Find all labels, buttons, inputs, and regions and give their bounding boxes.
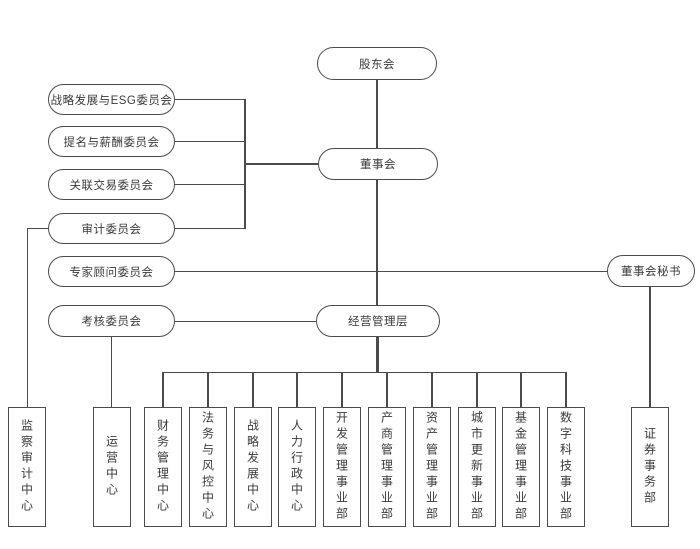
connector-drop-industry-commerce (386, 372, 388, 407)
connector-drop-urban-renewal (476, 372, 478, 407)
connector-drop-asset (431, 372, 433, 407)
node-dept-development-management-division: 开发管理事业部 (323, 407, 361, 527)
connector-assessment-operations-drop (111, 336, 113, 407)
node-dept-fund-management-division: 基金管理事业部 (502, 407, 540, 527)
connector-board-management (376, 180, 378, 305)
node-dept-strategy-development-center: 战略发展中心 (234, 407, 272, 527)
connector-audit-left-horizontal (26, 227, 48, 230)
department-label: 城市更新事业部 (469, 411, 484, 523)
node-dept-securities-affairs: 证券事务部 (631, 407, 669, 527)
node-management-label: 经营管理层 (348, 316, 408, 328)
node-committee-audit: 审计委员会 (48, 213, 175, 244)
connector-committee-bus (244, 99, 246, 229)
node-secretary-label: 董事会秘书 (621, 266, 681, 278)
department-label: 证券事务部 (642, 427, 657, 507)
node-board-label: 董事会 (360, 159, 396, 171)
node-dept-hr-admin-center: 人力行政中心 (278, 407, 316, 527)
node-committee-nomination-remuneration: 提名与薪酬委员会 (48, 126, 175, 157)
committee-label: 专家顾问委员会 (69, 266, 154, 279)
department-label: 监察审计中心 (19, 419, 34, 515)
connector-department-bus (162, 371, 567, 373)
connector-stub-nomination (175, 140, 245, 143)
department-label: 开发管理事业部 (334, 411, 349, 523)
connector-advisor-secretary (175, 270, 607, 272)
node-shareholders-meeting: 股东会 (317, 47, 437, 80)
connector-drop-hr-admin (296, 372, 298, 407)
connector-audit-supervision-vertical (26, 228, 28, 407)
node-committee-assessment: 考核委员会 (48, 305, 175, 337)
department-label: 运营中心 (104, 435, 119, 499)
connector-drop-digital-tech (565, 372, 567, 407)
committee-label: 关联交易委员会 (69, 179, 154, 192)
node-dept-urban-renewal-division: 城市更新事业部 (458, 407, 496, 527)
node-dept-industry-commerce-division: 产商管理事业部 (368, 407, 406, 527)
department-label: 资产管理事业部 (424, 411, 439, 523)
committee-label: 审计委员会 (81, 223, 142, 236)
connector-drop-strategy-center (252, 372, 254, 407)
connector-assessment-management (175, 320, 316, 322)
department-label: 人力行政中心 (289, 419, 304, 515)
node-committee-expert-advisory: 专家顾问委员会 (48, 256, 175, 287)
connector-stub-strategy-esg (175, 98, 245, 101)
node-committee-related-transactions: 关联交易委员会 (48, 169, 175, 200)
connector-drop-development (341, 372, 343, 407)
department-label: 数字科技事业部 (558, 411, 573, 523)
connector-secretary-securities-drop (649, 287, 651, 407)
department-label: 法务与风控中心 (200, 411, 215, 523)
committee-label: 提名与薪酬委员会 (63, 136, 160, 149)
connector-shareholders-board (376, 80, 378, 148)
node-dept-finance-management-center: 财务管理中心 (144, 407, 182, 527)
connector-stub-related-transactions (175, 183, 245, 186)
node-board-of-directors: 董事会 (318, 148, 438, 180)
committee-label: 考核委员会 (81, 316, 142, 328)
connector-drop-fund (520, 372, 522, 407)
node-dept-asset-management-division: 资产管理事业部 (413, 407, 451, 527)
department-label: 战略发展中心 (245, 419, 260, 515)
connector-committeebus-board (245, 163, 318, 165)
node-dept-operations-center: 运营中心 (93, 407, 131, 527)
connector-drop-finance (162, 372, 164, 407)
department-label: 基金管理事业部 (513, 411, 528, 523)
department-label: 产商管理事业部 (379, 411, 394, 523)
node-dept-digital-technology-division: 数字科技事业部 (547, 407, 585, 527)
committee-label: 战略发展与ESG委员会 (50, 94, 173, 107)
connector-management-thick-drop (375, 337, 379, 373)
department-label: 财务管理中心 (155, 419, 170, 515)
node-dept-legal-risk-center: 法务与风控中心 (189, 407, 227, 527)
node-management-layer: 经营管理层 (316, 305, 440, 337)
node-dept-supervision-audit-center: 监察审计中心 (8, 407, 46, 527)
connector-stub-audit (175, 227, 245, 230)
node-committee-strategy-esg: 战略发展与ESG委员会 (48, 84, 175, 115)
node-shareholders-label: 股东会 (359, 58, 395, 71)
node-board-secretary: 董事会秘书 (607, 255, 695, 287)
connector-drop-legal-risk (207, 372, 209, 407)
